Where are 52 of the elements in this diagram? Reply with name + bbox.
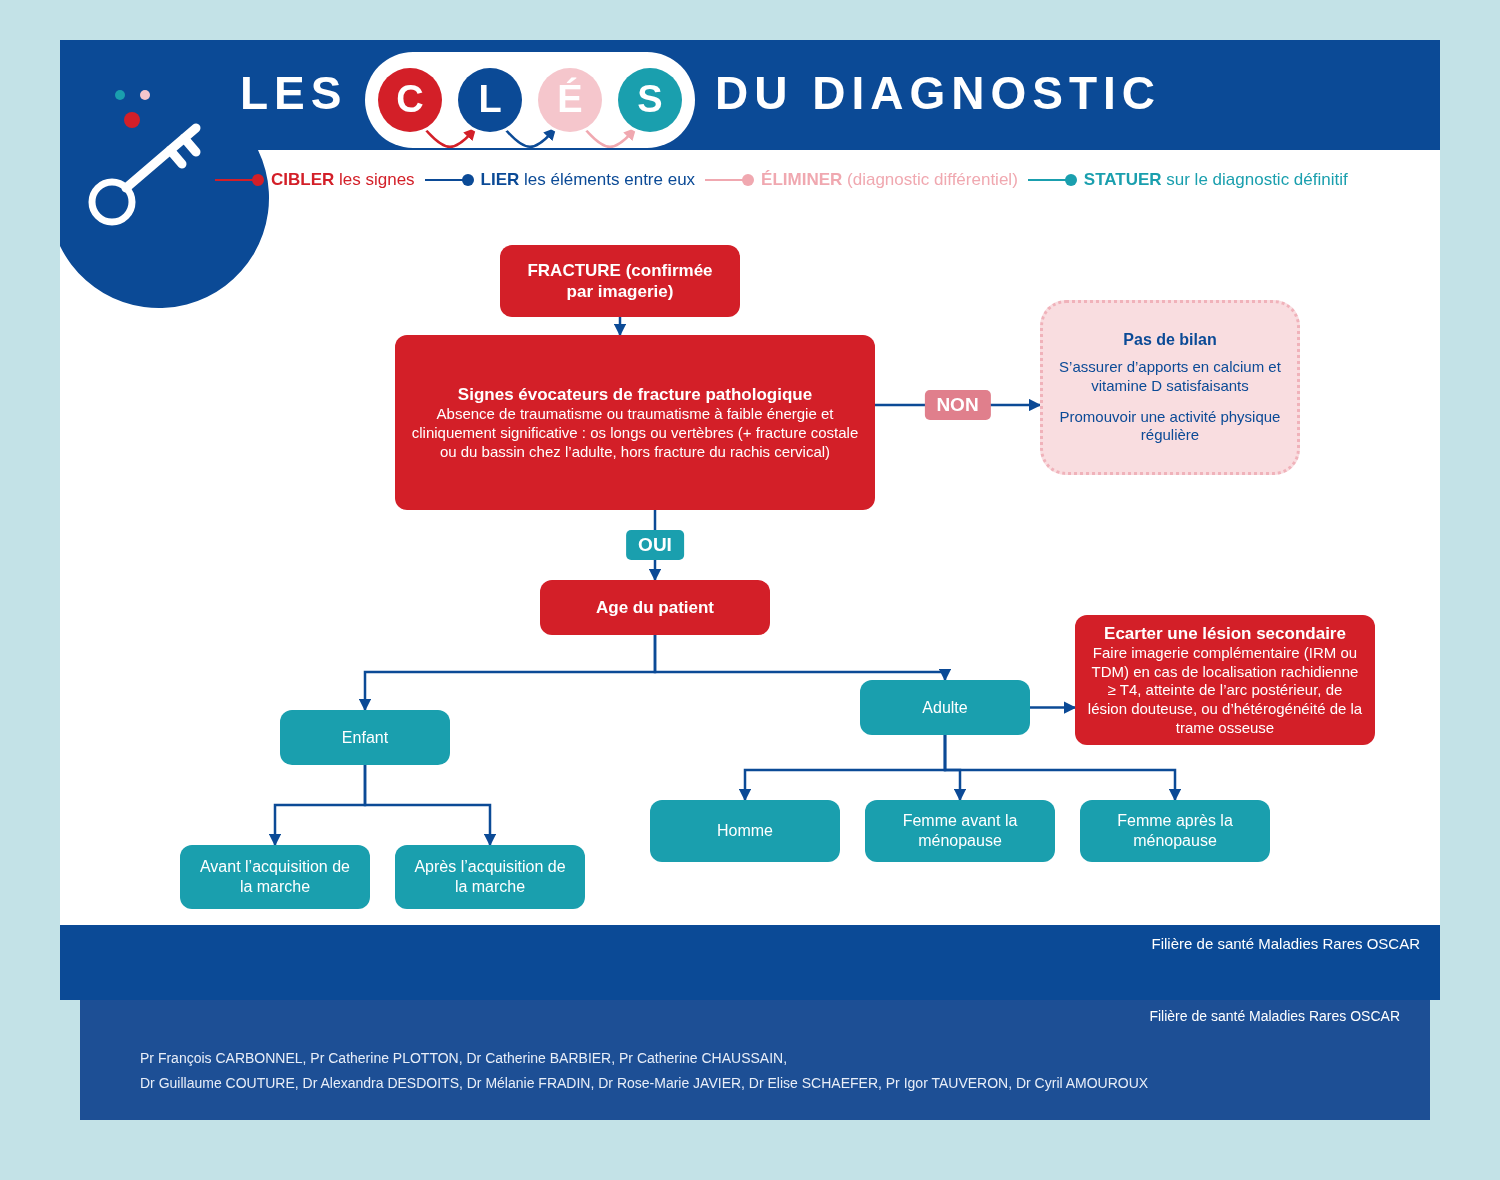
- credits-text: Pr François CARBONNEL, Pr Catherine PLOTTON, Dr Catherine BARBIER, Pr Catherine CHAUSSAIN,: [140, 1050, 788, 1066]
- arrow: [363, 765, 497, 847]
- box-heading: Signes évocateurs de fracture pathologique: [457, 383, 813, 405]
- step-label: CIBLER les signes: [271, 170, 415, 190]
- category-box: [280, 710, 450, 765]
- letter: C: [396, 77, 424, 123]
- box-text: Promouvoir une activité physique régulière: [1058, 407, 1282, 445]
- box-text: Femme après la ménopause: [1116, 811, 1234, 851]
- category-box: [865, 800, 1055, 862]
- box-heading: Ecarter une lésion secondaire: [1104, 622, 1346, 644]
- process-box: [395, 335, 875, 510]
- arrow: [613, 317, 627, 337]
- process-box: [1075, 615, 1375, 745]
- arrow: [943, 735, 1182, 802]
- box-text: Homme: [717, 821, 773, 841]
- box-text: Absence de traumatisme ou traumatisme à faible énergie et cliniquement significative : os longs ou vertèbres (+ fracture costale ou du bassin chez l’adulte, hors fracture du rachis cervical): [410, 405, 860, 462]
- letter-circle: [378, 68, 442, 132]
- letter: S: [637, 77, 663, 123]
- arrow: [583, 127, 637, 149]
- footer-text: Filière de santé Maladies Rares OSCAR: [1148, 1008, 1400, 1024]
- box-text: Avant l’acquisition de la marche: [199, 857, 351, 897]
- title-text: DU DIAGNOSTIC: [715, 66, 1161, 120]
- box-text: Enfant: [341, 727, 389, 748]
- process-box: [500, 245, 740, 317]
- box-text: FRACTURE (confirmée par imagerie): [526, 259, 714, 303]
- category-box: [650, 800, 840, 862]
- category-box: [1080, 800, 1270, 862]
- arrow: [1030, 701, 1077, 714]
- result-box: [1040, 300, 1300, 475]
- category-box: [860, 680, 1030, 735]
- credits-text: Dr Guillaume COUTURE, Dr Alexandra DESDOITS, Dr Mélanie FRADIN, Dr Rose-Marie JAVIER, Dr Elise SCHAEFER, Pr Igor TAUVERON, Dr Cyril AMOUROUX: [140, 1075, 1149, 1091]
- box-text: Age du patient: [595, 596, 715, 619]
- box-text: Femme avant la ménopause: [901, 811, 1019, 851]
- box-heading: Pas de bilan: [1123, 330, 1217, 350]
- box-text: Après l’acquisition de la marche: [413, 857, 567, 897]
- category-box: [180, 845, 370, 909]
- box-text: Adulte: [922, 697, 968, 718]
- step-label: STATUER sur le diagnostic définitif: [1083, 170, 1348, 190]
- step-label: LIER les éléments entre eux: [480, 170, 696, 190]
- title-text: LES: [240, 66, 348, 120]
- letter: L: [478, 77, 502, 123]
- category-box: [395, 845, 585, 909]
- letter-circle: [618, 68, 682, 132]
- footer-text: Filière de santé Maladies Rares OSCAR: [1150, 935, 1420, 952]
- arrow: [653, 635, 952, 682]
- edge-label: OUI: [626, 530, 684, 560]
- box-text: S’assurer d’apports en calcium et vitamine D satisfaisants: [1058, 358, 1282, 396]
- step-label: ÉLIMINER (diagnostic différentiel): [761, 170, 1018, 190]
- box-text: Faire imagerie complémentaire (IRM ou TDM) en cas de localisation rachidienne ≥ T4, atteinte de l’arc postérieur, de lésion douteuse, ou d’hétérogénéité de la trame osseuse: [1087, 643, 1363, 738]
- edge-label: NON: [924, 390, 991, 420]
- letter: É: [557, 76, 583, 123]
- process-box: [540, 580, 770, 635]
